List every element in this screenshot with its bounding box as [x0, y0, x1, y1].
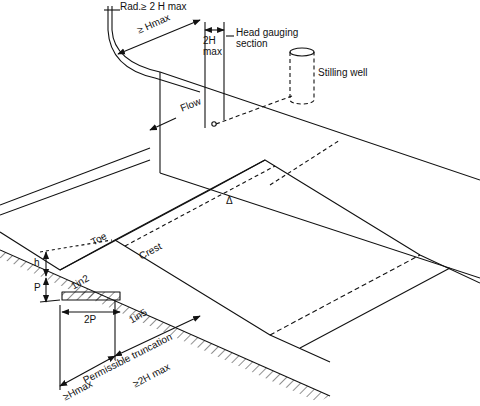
tapping-point	[212, 122, 216, 126]
toe-line	[60, 190, 210, 270]
part-label: Crest	[138, 241, 164, 261]
note-label: Permissible truncation	[82, 332, 174, 386]
pipe	[216, 96, 292, 124]
flow-label: Flow	[179, 96, 203, 114]
gauging-line	[223, 22, 224, 120]
wing-wall-top	[112, 6, 480, 180]
dimension-line	[115, 316, 200, 356]
part-label: Stilling well	[318, 68, 367, 79]
extension-line	[59, 305, 60, 390]
symbol-label: Δ	[226, 196, 233, 207]
wing-wall-curve	[108, 6, 200, 92]
dimension-label: ≥ Hmax	[136, 12, 172, 36]
leader-line	[104, 9, 120, 10]
ground-hatching	[0, 250, 330, 402]
extension-line	[114, 300, 115, 360]
downstream-end-line	[270, 255, 420, 335]
ground-line	[0, 250, 330, 396]
section-label: Head gauging section	[236, 28, 306, 49]
dimension-label: 2P	[84, 315, 96, 326]
leader-line	[226, 35, 234, 36]
wall-foot	[160, 173, 480, 278]
near-bank-edge	[0, 148, 150, 205]
dimension-label: Rad.≥ 2 H max	[120, 2, 187, 13]
apron-line	[300, 268, 450, 348]
dimension-label: ≥Hmax	[62, 379, 95, 403]
dimension-line	[45, 252, 46, 276]
dimension-label: h	[34, 258, 40, 269]
stilling-well-top	[290, 48, 314, 56]
part-label: Toe	[90, 231, 109, 248]
slope-label: 1in5	[127, 307, 149, 326]
crest-width-line	[125, 166, 275, 246]
dimension-line	[45, 278, 46, 302]
dimension-line	[205, 29, 224, 30]
flow-arrow	[150, 118, 176, 130]
leader-line	[40, 300, 60, 302]
wall-edge	[159, 72, 160, 173]
dimension-label: ≥2H max	[132, 362, 172, 390]
dimension-label: P	[34, 283, 41, 294]
dimension-label: 2H max	[203, 36, 225, 57]
stilling-well	[290, 52, 314, 104]
dimension-line	[62, 311, 120, 312]
near-bank-edge	[0, 160, 150, 215]
crest-dashed	[270, 140, 340, 185]
slope-label: 1in2	[69, 273, 91, 292]
truncation-block	[62, 292, 120, 300]
